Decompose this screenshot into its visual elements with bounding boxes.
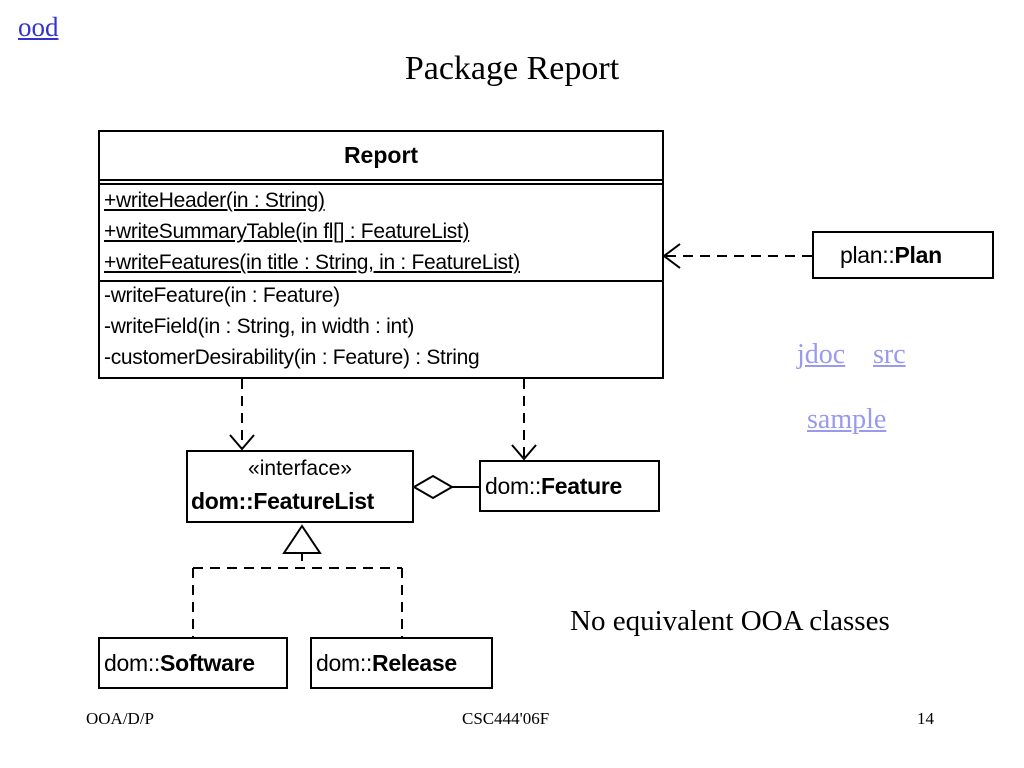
featurelist-stereotype: «interface» xyxy=(248,457,352,480)
release-class-label: dom::Release xyxy=(316,650,457,676)
op-write-features: +writeFeatures(in title : String, in : F… xyxy=(104,251,520,274)
report-class-box: Report +writeHeader(in : String) +writeS… xyxy=(98,130,664,379)
ood-link[interactable]: ood xyxy=(18,12,59,42)
aggregation-diamond xyxy=(412,474,454,500)
featurelist-interface-box: «interface» dom::FeatureList xyxy=(186,450,414,523)
software-class-box: dom::Software xyxy=(98,637,288,689)
sample-link[interactable]: sample xyxy=(807,404,887,435)
src-link[interactable]: src xyxy=(873,339,906,370)
op-write-field: -writeField(in : String, in width : int) xyxy=(104,315,415,338)
report-class-name: Report xyxy=(343,142,419,168)
footer-left: OOA/D/P xyxy=(86,709,155,728)
report-name-separator-2 xyxy=(100,183,662,185)
report-ops-separator xyxy=(100,280,662,282)
release-class-box: dom::Release xyxy=(310,637,493,689)
plan-report-arrowhead xyxy=(662,243,681,269)
feature-class-box: dom::Feature xyxy=(479,460,660,512)
plan-class-label: plan::Plan xyxy=(840,242,942,268)
op-customer-desirability: -customerDesirability(in : Feature) : St… xyxy=(104,346,480,369)
report-featurelist-arrowhead xyxy=(229,434,255,451)
report-name-separator xyxy=(100,179,662,181)
featurelist-name: dom::FeatureList xyxy=(191,488,375,514)
realization-triangle xyxy=(282,524,322,554)
plan-class-box: plan::Plan xyxy=(812,231,994,279)
no-equivalent-note: No equivalent OOA classes xyxy=(570,605,890,637)
slide-title: Package Report xyxy=(404,50,620,87)
jdoc-link[interactable]: jdoc xyxy=(797,339,846,370)
feature-class-label: dom::Feature xyxy=(485,473,623,499)
report-feature-arrowhead xyxy=(511,444,537,461)
op-write-summary-table: +writeSummaryTable(in fl[] : FeatureList… xyxy=(104,220,470,243)
op-write-feature: -writeFeature(in : Feature) xyxy=(104,284,340,307)
footer-page-number: 14 xyxy=(917,709,934,728)
op-write-header: +writeHeader(in : String) xyxy=(104,189,325,212)
footer-center: CSC444'06F xyxy=(462,709,550,728)
software-class-label: dom::Software xyxy=(104,650,255,676)
